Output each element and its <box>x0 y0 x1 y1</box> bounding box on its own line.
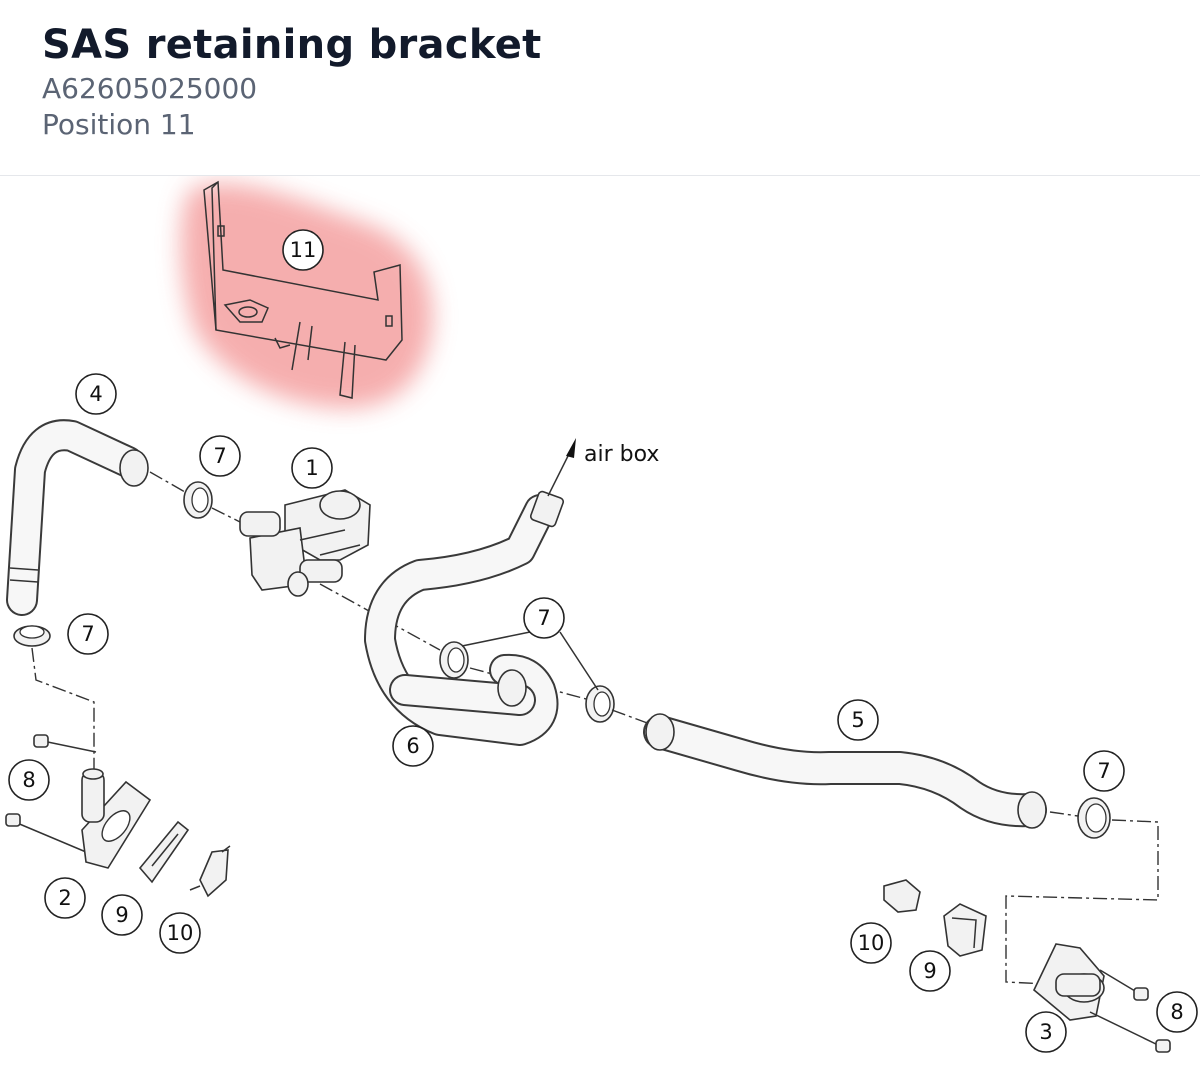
svg-text:9: 9 <box>923 959 936 983</box>
part-header: SAS retaining bracket A62605025000 Posit… <box>0 0 1200 176</box>
callout-2: 2 <box>44 877 86 919</box>
clamp-part-7-b[interactable] <box>13 625 51 647</box>
callout-7-a: 7 <box>199 435 241 477</box>
svg-text:8: 8 <box>22 768 35 792</box>
clamp-part-7-e[interactable] <box>1077 797 1111 839</box>
svg-text:4: 4 <box>89 382 102 406</box>
svg-text:2: 2 <box>58 886 71 910</box>
callout-7-d: 7 <box>1083 750 1125 792</box>
svg-text:8: 8 <box>1170 1000 1183 1024</box>
svg-text:6: 6 <box>406 734 419 758</box>
exploded-parts-diagram: air box <box>5 180 1198 1053</box>
reed-part-10-left[interactable] <box>189 845 231 898</box>
callout-8-b: 8 <box>1156 991 1198 1033</box>
hose-part-6[interactable] <box>364 490 565 746</box>
callout-7-b: 7 <box>67 613 109 655</box>
selected-part-highlight <box>180 183 433 409</box>
svg-text:9: 9 <box>115 903 128 927</box>
gasket-part-9-right[interactable] <box>943 903 987 957</box>
svg-text:11: 11 <box>290 238 317 262</box>
cover-part-2[interactable] <box>81 768 152 869</box>
callout-10-b: 10 <box>850 922 892 964</box>
callout-7-c: 7 <box>523 597 565 639</box>
callout-1: 1 <box>291 447 333 489</box>
bolt-part-8-right[interactable] <box>1089 969 1171 1053</box>
svg-text:10: 10 <box>858 931 885 955</box>
svg-text:7: 7 <box>537 606 550 630</box>
bracket-part-11[interactable] <box>203 180 403 399</box>
hose-part-5[interactable] <box>643 713 1047 829</box>
cover-part-3[interactable] <box>1033 943 1105 1021</box>
clamp-part-7-c[interactable] <box>439 641 469 679</box>
clamp-part-7-a[interactable] <box>183 481 213 519</box>
callout-11: 11 <box>282 229 324 271</box>
callout-5: 5 <box>837 699 879 741</box>
svg-text:10: 10 <box>167 921 194 945</box>
svg-text:3: 3 <box>1039 1020 1052 1044</box>
clamp-part-7-d[interactable] <box>585 685 615 723</box>
svg-text:7: 7 <box>213 444 226 468</box>
bolt-part-8-left[interactable] <box>5 734 97 853</box>
callout-10-a: 10 <box>159 912 201 954</box>
airbox-arrow: air box <box>547 438 659 497</box>
svg-text:7: 7 <box>81 622 94 646</box>
svg-text:5: 5 <box>851 708 864 732</box>
callout-4: 4 <box>75 373 117 415</box>
part-position: Position 11 <box>42 108 196 141</box>
hose-part-4[interactable] <box>6 419 149 616</box>
callout-9-b: 9 <box>909 950 951 992</box>
gasket-part-9-left[interactable] <box>138 820 190 884</box>
callout-6: 6 <box>392 725 434 767</box>
valve-part-1[interactable] <box>239 489 371 597</box>
reed-part-10-right[interactable] <box>883 879 921 913</box>
svg-text:1: 1 <box>305 456 318 480</box>
airbox-label: air box <box>584 442 659 467</box>
svg-text:7: 7 <box>1097 759 1110 783</box>
callout-9-a: 9 <box>101 894 143 936</box>
part-number: A62605025000 <box>42 72 258 105</box>
callout-3: 3 <box>1025 1011 1067 1053</box>
part-title: SAS retaining bracket <box>42 22 542 68</box>
callout-8-a: 8 <box>8 759 50 801</box>
